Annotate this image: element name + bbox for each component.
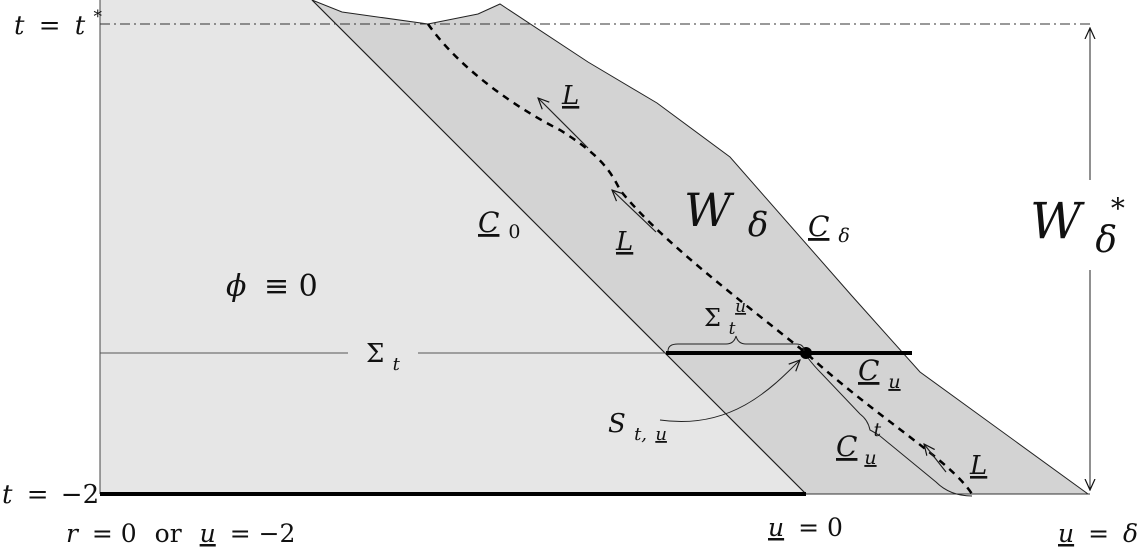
l-vector-top-label: L [561, 81, 579, 111]
t-initial-label: t = −2 [2, 480, 99, 510]
cut-brace [807, 357, 973, 497]
l-vector-mid-arrow [612, 190, 657, 233]
c0-cone-line [311, 0, 807, 495]
cut-label: C u t [836, 419, 886, 471]
w-delta-label: W δ [684, 183, 768, 245]
l-vector-bottom-label: L [969, 451, 987, 481]
cdelta-label: C δ [808, 210, 850, 247]
s-tu-pointer-arrow [659, 360, 800, 422]
l-vector-bottom-arrow [924, 444, 947, 473]
null-generator-curve [426, 23, 974, 495]
c0-label: C 0 [478, 206, 520, 243]
sigma-tu-brace [667, 335, 805, 352]
s-tu-label: S t, u [608, 409, 667, 447]
cu-label: C u [858, 354, 901, 393]
l-vector-top-arrow [538, 98, 589, 149]
r-zero-label: r = 0 or u = −2 [66, 519, 295, 548]
u-zero-label: u = 0 [768, 513, 843, 542]
sigma-tu-label: Σ t u [704, 297, 746, 340]
zero-data-region [100, 0, 806, 494]
sigma-t-label: Σ t [366, 339, 401, 375]
s-tu-point [800, 347, 812, 359]
phi-zero-label: ϕ ≡ 0 [226, 269, 318, 304]
l-vector-mid-label: L [615, 227, 633, 257]
t-star-label: t = t * [14, 7, 103, 41]
w-delta-star-label: W δ * [1030, 192, 1133, 264]
u-delta-label: u = δ [1058, 519, 1138, 548]
